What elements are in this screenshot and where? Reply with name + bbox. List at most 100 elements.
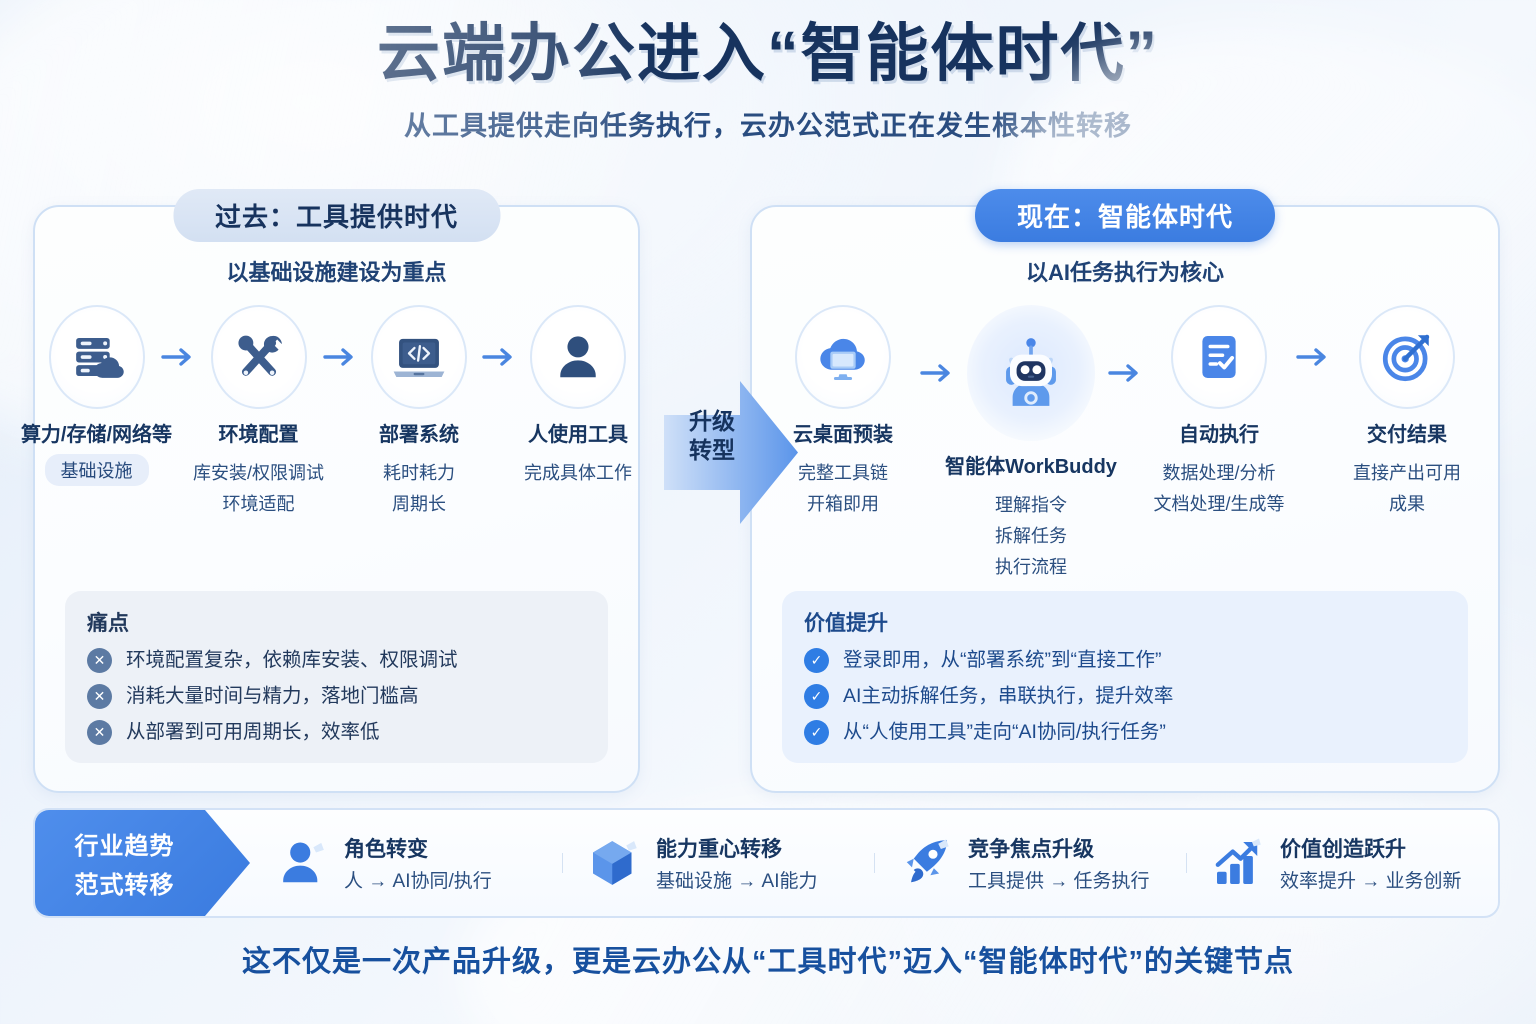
value-gain-heading: 价值提升 <box>804 612 888 635</box>
check-circle-icon: ✓ <box>804 720 829 745</box>
agent-steps-row: 云桌面预装 完整工具链 开箱即用 <box>752 305 1498 580</box>
trend-heading: 角色转变 <box>344 838 428 861</box>
trend-badge-line-2: 范式转移 <box>74 872 175 899</box>
trend-detail: 效率提升 → 业务创新 <box>1280 871 1462 892</box>
trend-detail: 基础设施 → AI能力 <box>656 871 818 892</box>
step-line: 理解指令 <box>995 495 1067 515</box>
step-badge: 基础设施 <box>44 454 149 486</box>
growth-chart-icon <box>1210 835 1266 891</box>
step-line: 环境适配 <box>222 494 295 515</box>
trend-text: 竞争焦点升级 工具提供 → 任务执行 <box>968 833 1150 893</box>
value-gain-text: 从“人使用工具”走向“AI协同/执行任务” <box>843 720 1166 743</box>
upgrade-transform-arrow: 升级 转型 <box>662 375 800 530</box>
cube-icon <box>586 835 642 891</box>
trend-item-role-shift: 角色转变 人 → AI协同/执行 <box>250 833 562 893</box>
pain-point-item: ✕ 环境配置复杂，依赖库安装、权限调试 <box>87 648 586 673</box>
agent-era-pill: 现在：智能体时代 <box>974 189 1276 242</box>
trend-heading: 价值创造跃升 <box>1280 838 1406 861</box>
step-deliver-result: 交付结果 直接产出可用 成果 <box>1333 305 1481 517</box>
step-detail-lines: 数据处理/分析 文档处理/生成等 <box>1153 455 1284 517</box>
person-icon <box>274 835 330 891</box>
x-circle-icon: ✕ <box>87 684 112 709</box>
step-title: 环境配置 <box>218 424 299 446</box>
page-title: 云端办公进入“智能体时代” <box>377 19 1159 89</box>
value-gain-text: 登录即用，从“部署系统”到“直接工作” <box>843 648 1162 671</box>
step-line: 直接产出可用 <box>1353 463 1461 483</box>
trend-badge-line-1: 行业趋势 <box>74 833 175 860</box>
x-circle-icon: ✕ <box>87 648 112 673</box>
step-title: 交付结果 <box>1367 424 1447 446</box>
trend-detail: 工具提供 → 任务执行 <box>968 871 1150 892</box>
step-line: 完整工具链 <box>798 463 888 483</box>
step-line: 完成具体工作 <box>524 463 632 483</box>
pain-point-text: 从部署到可用周期长，效率低 <box>126 720 380 743</box>
step-line: 文档处理/生成等 <box>1153 494 1285 515</box>
step-deploy-system: 部署系统 耗时耗力 周期长 <box>359 305 479 517</box>
past-steps-row: 算力/存储/网络等 基础设施 <box>21 305 638 517</box>
step-detail-lines: 耗时耗力 周期长 <box>383 455 455 517</box>
arrow-right-icon <box>1105 305 1145 441</box>
step-line: 数据处理/分析 <box>1162 463 1276 483</box>
trend-text: 能力重心转移 基础设施 → AI能力 <box>656 833 818 893</box>
trend-item-capability-shift: 能力重心转移 基础设施 → AI能力 <box>562 833 874 893</box>
header: 云端办公进入“智能体时代” 从工具提供走向任务执行，云办公范式正在发生根本性转移 <box>0 0 1536 143</box>
step-title: 算力/存储/网络等 <box>20 424 173 446</box>
trend-items: 角色转变 人 → AI协同/执行 能力重心转移 基础设施 → AI能力 <box>250 810 1498 916</box>
upgrade-transform-label: 升级 转型 <box>674 407 750 466</box>
agent-era-subtitle: 以AI任务执行为核心 <box>1025 260 1224 285</box>
step-detail-lines: 库安装/权限调试 环境适配 <box>193 455 324 517</box>
check-circle-icon: ✓ <box>804 648 829 673</box>
industry-trend-bar: 行业趋势 范式转移 角色转变 人 → AI协同/执行 <box>33 808 1500 918</box>
step-title: 人使用工具 <box>528 424 628 446</box>
cloud-desktop-icon <box>795 305 891 409</box>
trend-detail: 人 → AI协同/执行 <box>344 871 492 892</box>
server-cloud-icon <box>48 305 145 409</box>
trend-heading: 能力重心转移 <box>656 838 782 861</box>
past-era-panel: 过去：工具提供时代 以基础设施建设为重点 <box>21 189 640 793</box>
trend-item-competition-focus: 竞争焦点升级 工具提供 → 任务执行 <box>874 833 1186 893</box>
upgrade-line-1: 升级 <box>689 408 735 434</box>
value-gain-item: ✓ 从“人使用工具”走向“AI协同/执行任务” <box>804 720 1446 745</box>
step-line: 周期长 <box>392 494 447 515</box>
arrow-right-icon <box>320 305 359 409</box>
step-auto-execute: 自动执行 数据处理/分析 文档处理/生成等 <box>1145 305 1293 517</box>
checklist-icon <box>1171 305 1267 409</box>
step-detail-lines: 理解指令 拆解任务 执行流程 <box>995 487 1067 580</box>
pain-point-item: ✕ 消耗大量时间与精力，落地门槛高 <box>87 684 586 709</box>
x-circle-icon: ✕ <box>87 720 112 745</box>
pain-point-text: 消耗大量时间与精力，落地门槛高 <box>126 684 419 707</box>
pain-point-text: 环境配置复杂，依赖库安装、权限调试 <box>126 648 458 671</box>
step-line: 成果 <box>1389 494 1425 515</box>
step-detail-lines: 完成具体工作 <box>524 455 632 486</box>
value-gain-box: 价值提升 ✓ 登录即用，从“部署系统”到“直接工作” ✓ AI主动拆解任务，串联… <box>782 591 1468 763</box>
step-environment-config: 环境配置 库安装/权限调试 环境适配 <box>193 305 324 517</box>
arrow-right-icon <box>479 305 518 409</box>
pain-points-box: 痛点 ✕ 环境配置复杂，依赖库安装、权限调试 ✕ 消耗大量时间与精力，落地门槛高… <box>65 591 608 763</box>
trend-text: 价值创造跃升 效率提升 → 业务创新 <box>1280 833 1462 893</box>
step-detail-lines: 完整工具链 开箱即用 <box>798 455 888 517</box>
arrow-right-icon <box>1293 305 1333 409</box>
step-line: 耗时耗力 <box>383 463 456 483</box>
value-gain-item: ✓ AI主动拆解任务，串联执行，提升效率 <box>804 684 1446 709</box>
step-title: 云桌面预装 <box>793 424 893 446</box>
page-subtitle: 从工具提供走向任务执行，云办公范式正在发生根本性转移 <box>404 111 1132 142</box>
step-line: 拆解任务 <box>995 526 1067 547</box>
rocket-icon <box>898 835 954 891</box>
value-gain-text: AI主动拆解任务，串联执行，提升效率 <box>843 684 1174 707</box>
step-title: 自动执行 <box>1179 424 1259 446</box>
step-workbuddy-agent: 智能体WorkBuddy 理解指令 拆解任务 执行流程 <box>945 305 1117 580</box>
laptop-code-icon <box>371 305 468 409</box>
agent-era-panel: 现在：智能体时代 以AI任务执行为核心 云桌面预装 <box>750 189 1500 793</box>
step-detail-lines: 直接产出可用 成果 <box>1353 455 1461 517</box>
value-gain-item: ✓ 登录即用，从“部署系统”到“直接工作” <box>804 648 1446 673</box>
person-icon <box>530 305 626 409</box>
step-title: 智能体WorkBuddy <box>945 456 1117 478</box>
trend-heading: 竞争焦点升级 <box>968 838 1094 861</box>
step-line: 库安装/权限调试 <box>193 463 325 483</box>
trend-text: 角色转变 人 → AI协同/执行 <box>344 833 492 893</box>
arrow-right-icon <box>158 305 197 409</box>
check-circle-icon: ✓ <box>804 684 829 709</box>
step-line: 执行流程 <box>995 557 1067 578</box>
tools-icon <box>210 305 307 409</box>
step-line: 开箱即用 <box>807 494 879 515</box>
